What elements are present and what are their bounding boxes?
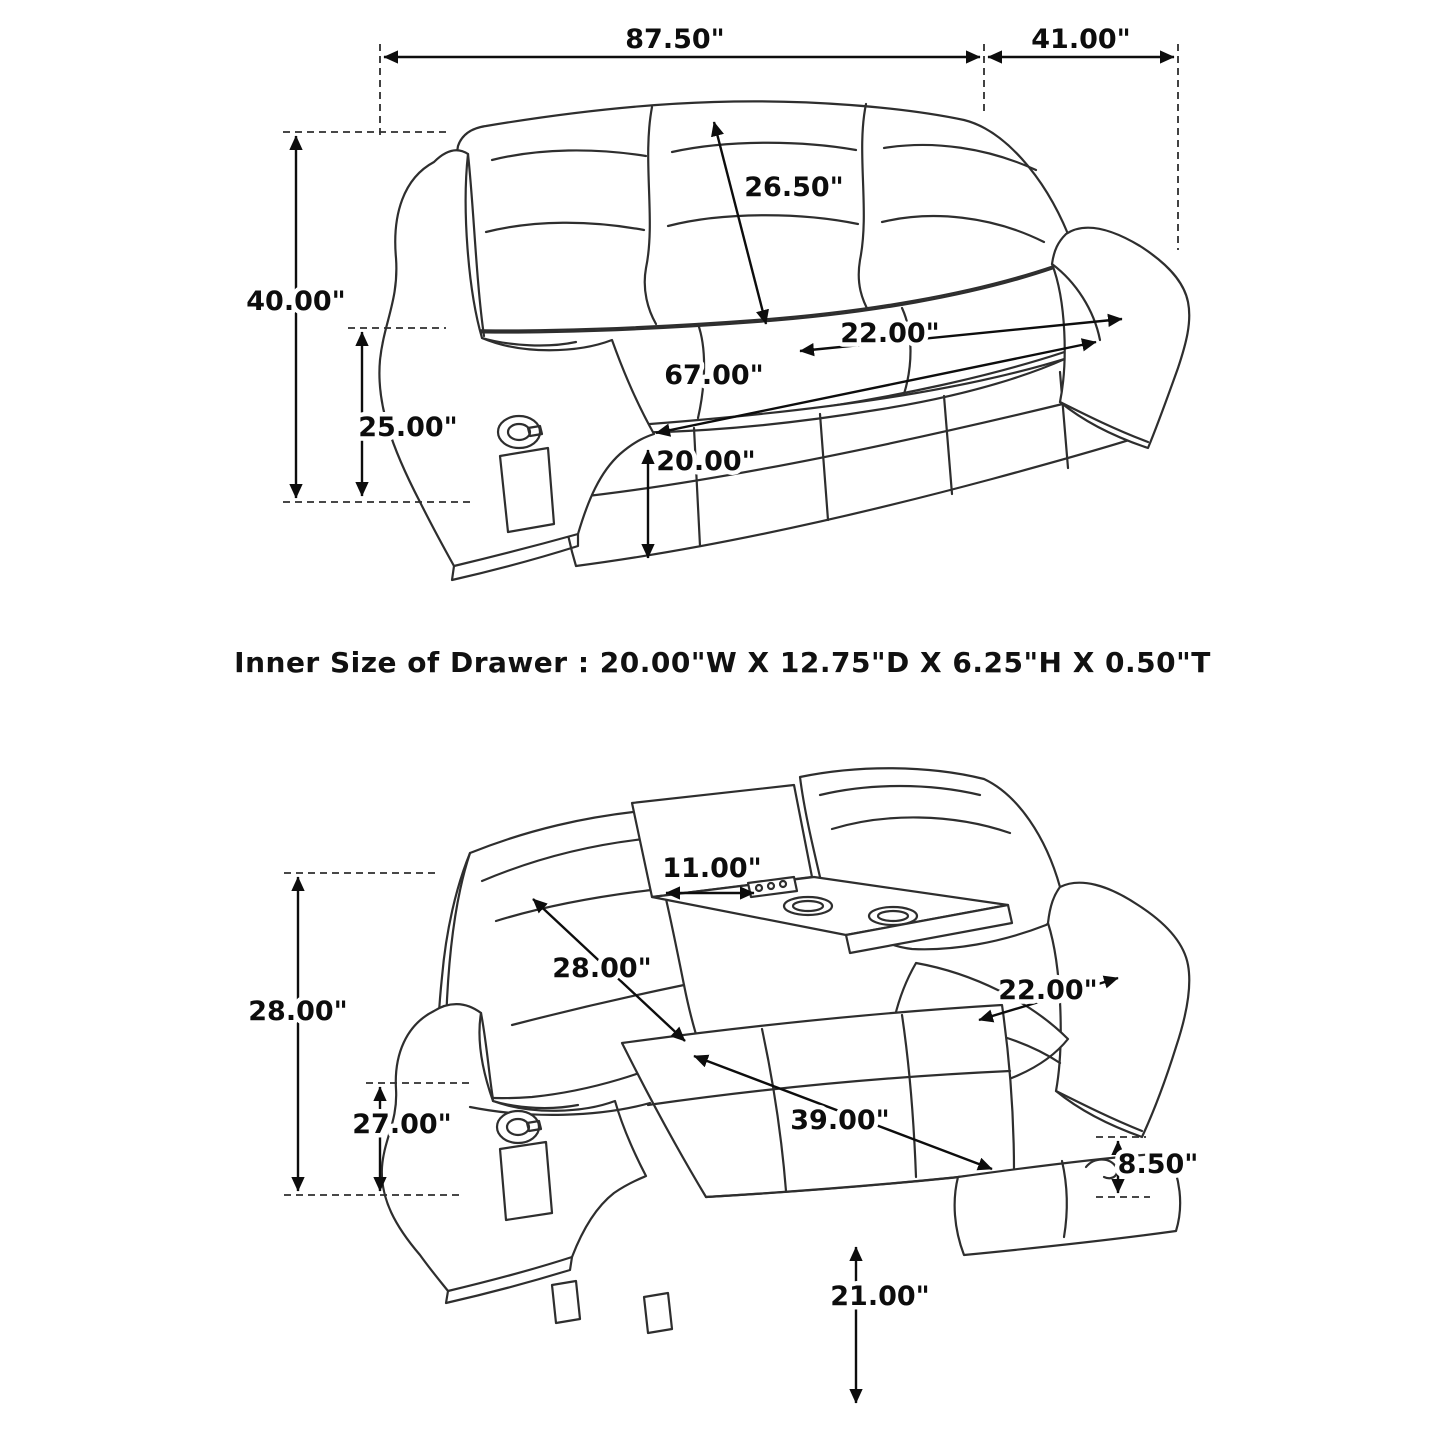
dim-seat-width: 67.00" xyxy=(655,338,1097,437)
dim-label-recline-length: 39.00" xyxy=(790,1105,889,1136)
dim-label-overall-width: 87.50" xyxy=(625,24,724,55)
left-arm xyxy=(378,149,656,582)
dim-seat-width: 22.00" xyxy=(978,971,1119,1023)
dim-label-overall-height: 40.00" xyxy=(246,286,345,317)
dim-label-seat-width: 22.00" xyxy=(998,975,1097,1006)
dim-label-console-width: 11.00" xyxy=(662,853,761,884)
reclined-view-diagram: 11.00" 28.00" 28.00" 27.00" 22.00" 39.00… xyxy=(244,767,1203,1404)
handle-mount-panel xyxy=(498,1140,554,1222)
dim-back-height: 28.00" xyxy=(532,898,686,1042)
right-arm xyxy=(1046,881,1191,1139)
dim-seat-height: 20.00" xyxy=(641,442,760,559)
dim-footrest-thickness: 8.50" xyxy=(1096,1136,1203,1198)
dim-label-back-height: 28.00" xyxy=(552,953,651,984)
dim-label-seat-height: 20.00" xyxy=(656,446,755,477)
dim-overall-height: 40.00" xyxy=(242,131,470,503)
dim-console-width: 11.00" xyxy=(658,849,766,900)
dim-label-seat-width: 67.00" xyxy=(664,360,763,391)
dim-label-seat-depth: 22.00" xyxy=(840,318,939,349)
dim-label-arm-height: 25.00" xyxy=(358,412,457,443)
dim-recline-length: 39.00" xyxy=(693,1054,993,1171)
dim-overall-depth: 41.00" xyxy=(987,20,1179,250)
dim-overall-width: 87.50" xyxy=(379,20,985,140)
left-arm xyxy=(380,1003,652,1305)
drawer-size-note: Inner Size of Drawer : 20.00"W X 12.75"D… xyxy=(234,646,1211,679)
front-view-diagram: 87.50" 41.00" 40.00" 25.00" 26.50" 22.00… xyxy=(242,20,1191,582)
dim-label-overall-depth: 41.00" xyxy=(1031,24,1130,55)
cup-holder-right-icon xyxy=(867,905,919,927)
dim-label-footrest-thickness: 8.50" xyxy=(1118,1149,1199,1180)
dim-label-back-cushion: 26.50" xyxy=(744,172,843,203)
legs xyxy=(550,1279,674,1335)
dim-label-footrest-height: 21.00" xyxy=(830,1281,929,1312)
dim-back-cushion: 26.50" xyxy=(711,121,848,325)
recliner-handle-icon xyxy=(496,414,544,450)
dim-arm-height: 27.00" xyxy=(348,1082,470,1192)
dim-overall-height: 28.00" xyxy=(244,872,460,1196)
dim-footrest-height: 21.00" xyxy=(826,1246,934,1404)
dim-label-arm-height: 27.00" xyxy=(352,1109,451,1140)
sofa-reclined-drawing xyxy=(380,767,1191,1335)
cup-holder-left-icon xyxy=(782,895,834,917)
recliner-handle-icon xyxy=(495,1109,543,1145)
handle-mount-panel xyxy=(498,446,556,534)
dim-arm-height: 25.00" xyxy=(348,327,462,497)
dim-label-overall-height: 28.00" xyxy=(248,996,347,1027)
